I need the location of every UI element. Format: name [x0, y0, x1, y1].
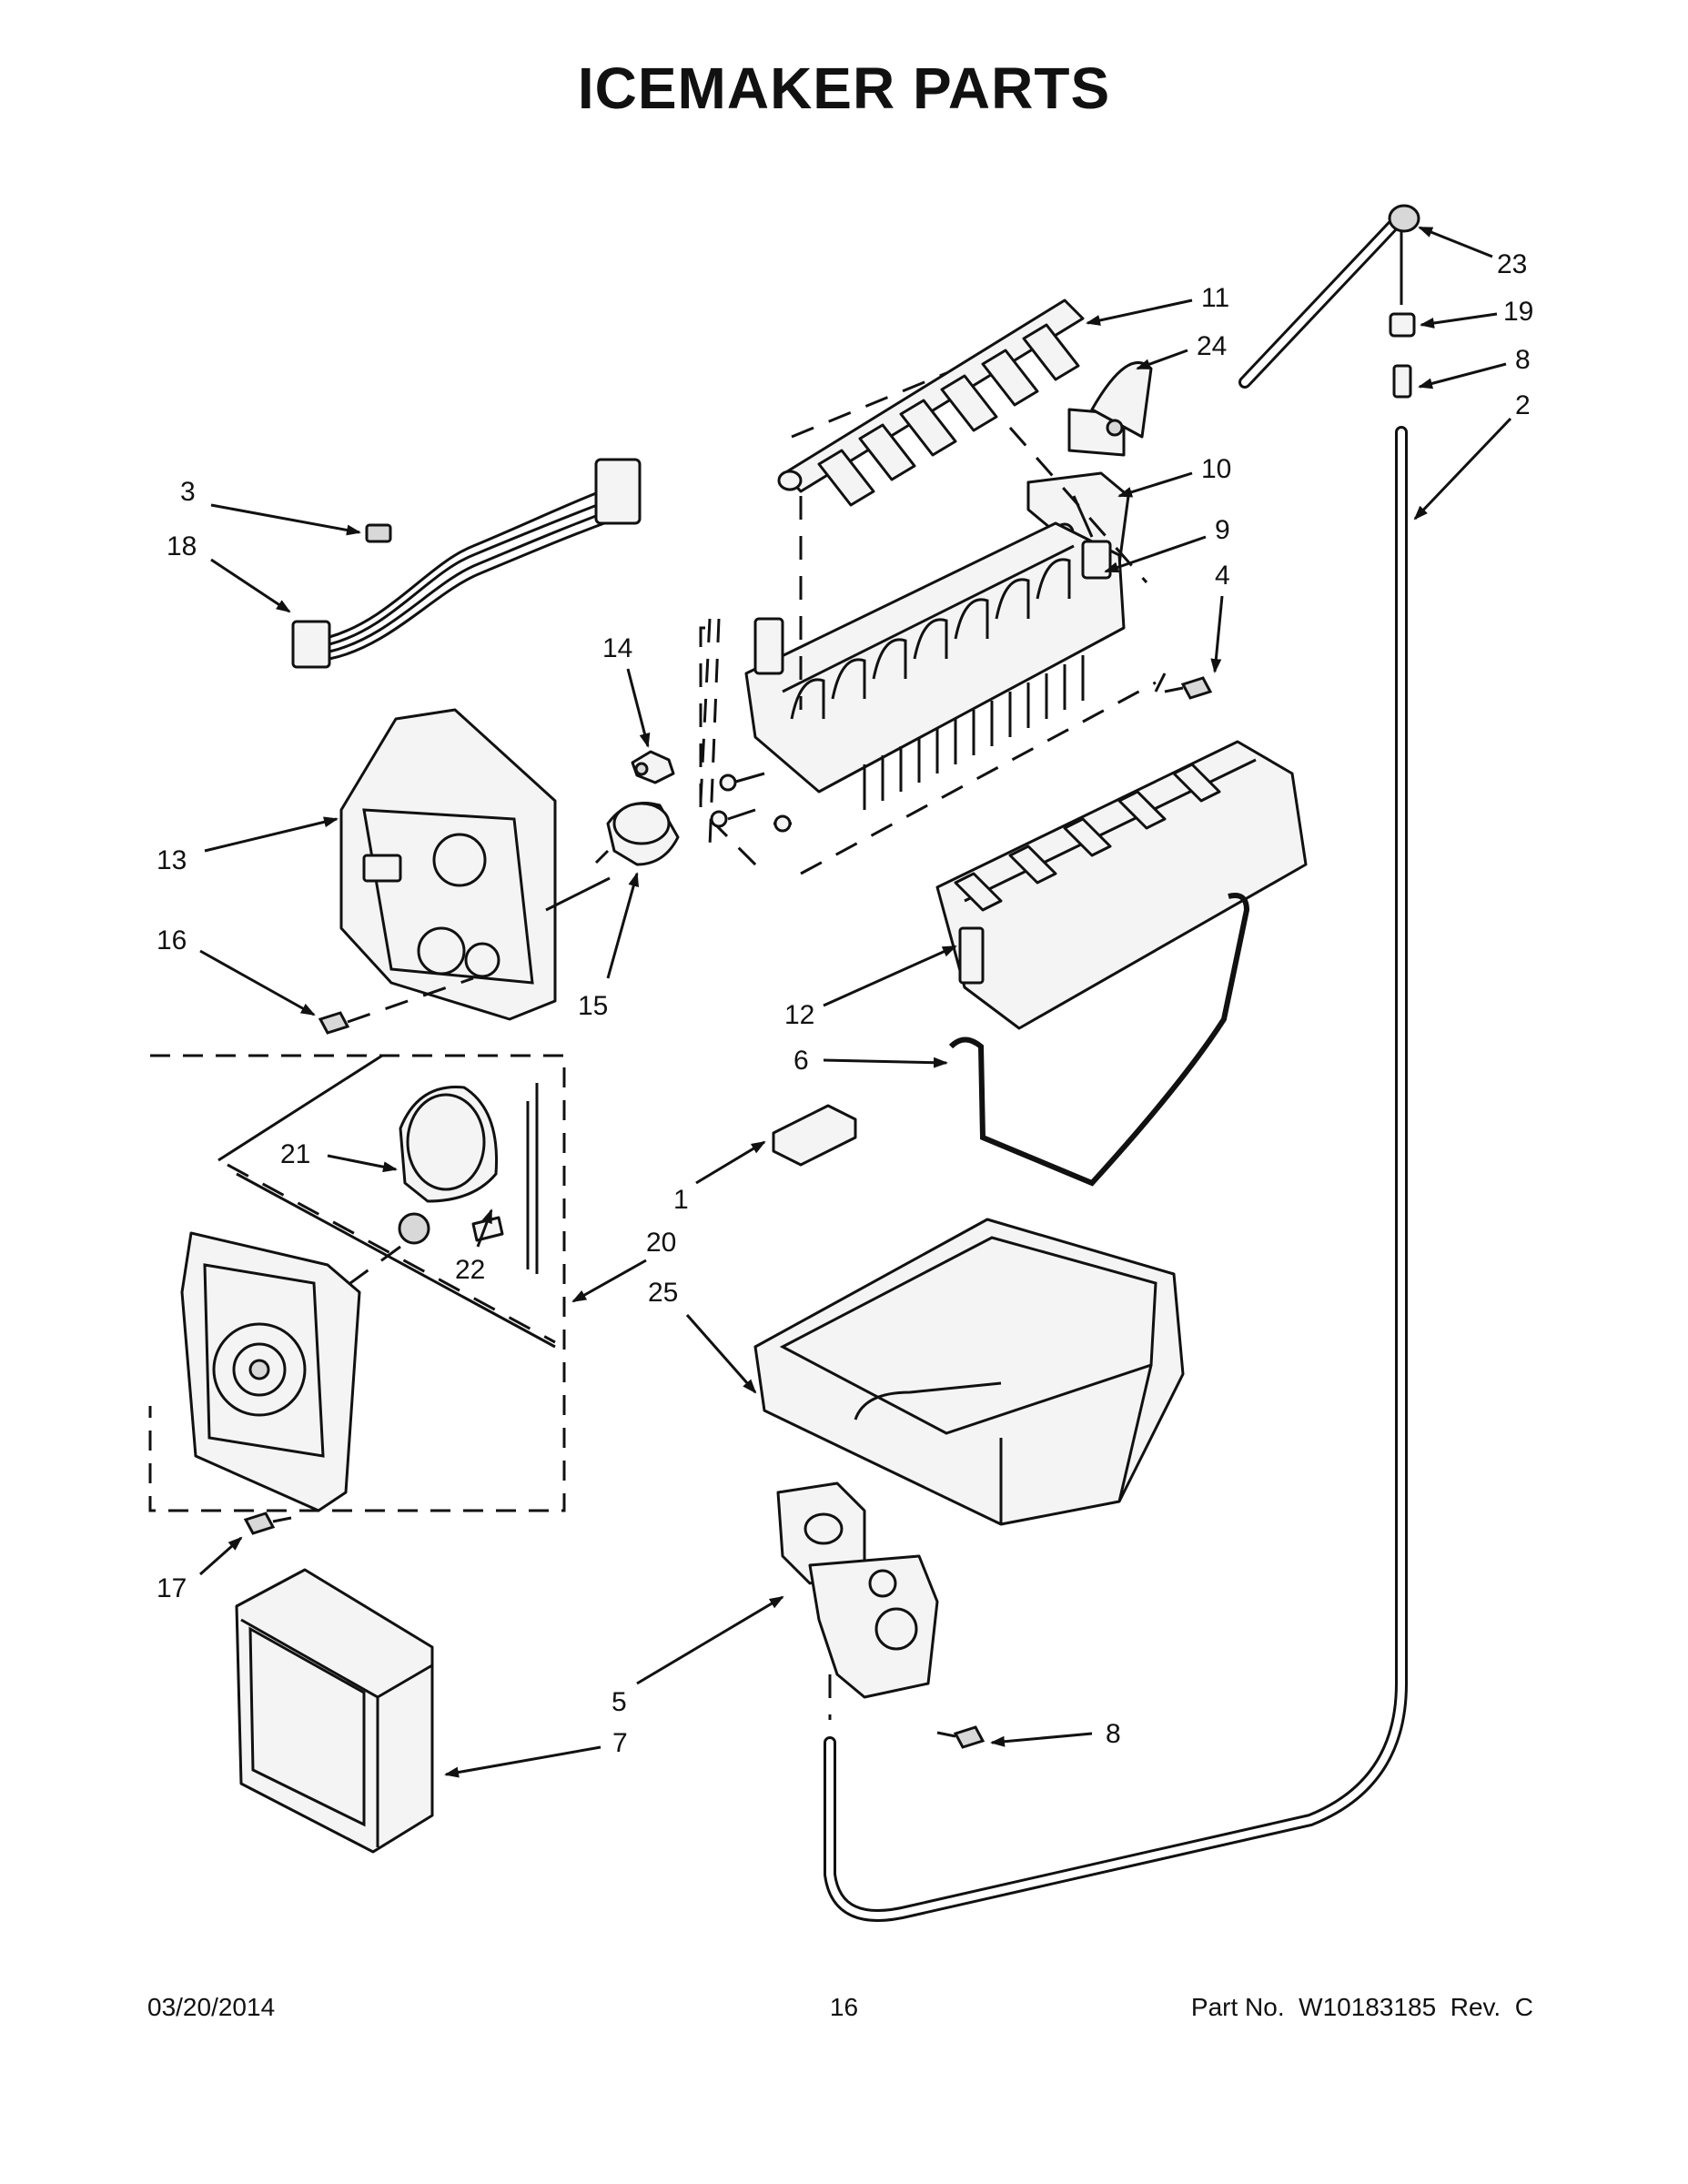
callout-label-21: 21	[280, 1139, 310, 1169]
icemaker-mold	[699, 371, 1167, 875]
callout-label-17: 17	[157, 1573, 187, 1603]
callout-label-19: 19	[1503, 297, 1533, 327]
callout-19: 19	[1420, 297, 1533, 329]
motor-assembly	[148, 1054, 566, 1512]
callout-16: 16	[157, 925, 316, 1016]
module-screw	[318, 976, 474, 1035]
water-valve	[776, 1481, 939, 1720]
callout-2: 2	[1413, 390, 1531, 521]
callout-label-25: 25	[648, 1278, 678, 1308]
callout-label-1: 1	[673, 1185, 689, 1215]
callout-label-11: 11	[1201, 283, 1229, 313]
plate-screw	[243, 1512, 292, 1535]
callout-11: 11	[1086, 283, 1229, 326]
callout-8-fill: 8	[1418, 345, 1531, 389]
callout-6: 6	[793, 1046, 948, 1076]
callout-22: 22	[455, 1208, 493, 1285]
callout-label-13: 13	[157, 845, 187, 875]
callout-label-8-fill: 8	[1515, 345, 1531, 375]
callout-label-18: 18	[167, 531, 197, 561]
callout-15: 15	[578, 872, 640, 1021]
callout-24: 24	[1136, 331, 1227, 370]
callout-17: 17	[157, 1536, 243, 1603]
callout-label-15: 15	[578, 991, 608, 1021]
callout-18: 18	[167, 531, 291, 613]
footer-part-number: Part No. W10183185 Rev. C	[1190, 1993, 1533, 2021]
callout-7: 7	[444, 1728, 628, 1778]
callout-label-12: 12	[784, 1000, 814, 1030]
mold-screw	[1164, 676, 1213, 700]
callout-12: 12	[784, 945, 957, 1030]
callout-25: 25	[648, 1278, 757, 1394]
callout-label-7: 7	[612, 1728, 628, 1758]
callout-label-4: 4	[1215, 561, 1230, 591]
callout-5: 5	[612, 1595, 784, 1717]
shutoff-arm	[1067, 360, 1153, 457]
callout-label-3: 3	[180, 477, 196, 507]
callout-label-20: 20	[646, 1228, 676, 1258]
thermostat-clip	[631, 750, 675, 784]
thermostat	[594, 802, 680, 866]
callout-label-10: 10	[1201, 454, 1231, 484]
callout-label-2: 2	[1515, 390, 1531, 420]
callout-8-valve: 8	[990, 1719, 1121, 1749]
water-tube	[824, 426, 1408, 1922]
callout-20: 20	[571, 1228, 676, 1303]
callout-13: 13	[157, 816, 339, 875]
callout-10: 10	[1117, 454, 1231, 498]
control-module	[339, 708, 611, 1021]
page-title: ICEMAKER PARTS	[577, 56, 1111, 121]
callout-21: 21	[280, 1139, 398, 1173]
valve-screw	[936, 1725, 986, 1749]
footer-page-number: 16	[829, 1993, 859, 2021]
callout-9: 9	[1104, 515, 1230, 573]
callout-label-6: 6	[793, 1046, 809, 1076]
ice-stripper	[935, 740, 1308, 1030]
ejector	[777, 298, 1085, 507]
callout-14: 14	[602, 633, 651, 748]
callout-label-14: 14	[602, 633, 632, 663]
bracket	[772, 1104, 857, 1167]
callout-label-24: 24	[1197, 331, 1227, 361]
callout-label-9: 9	[1215, 515, 1230, 545]
callout-3: 3	[180, 477, 361, 536]
wire-harness	[291, 458, 642, 669]
front-cover	[235, 1568, 434, 1854]
callout-label-16: 16	[157, 925, 187, 956]
callout-1: 1	[673, 1140, 766, 1215]
callout-label-8-valve: 8	[1106, 1719, 1121, 1749]
ice-level-arm	[948, 893, 1250, 1187]
callout-23: 23	[1418, 226, 1527, 279]
callout-label-22: 22	[455, 1255, 485, 1285]
callout-label-23: 23	[1497, 249, 1527, 279]
footer-date: 03/20/2014	[147, 1993, 276, 2021]
ice-bucket	[753, 1218, 1185, 1526]
callout-4: 4	[1210, 561, 1230, 673]
callout-label-5: 5	[612, 1687, 627, 1717]
fill-tube	[1238, 204, 1420, 399]
